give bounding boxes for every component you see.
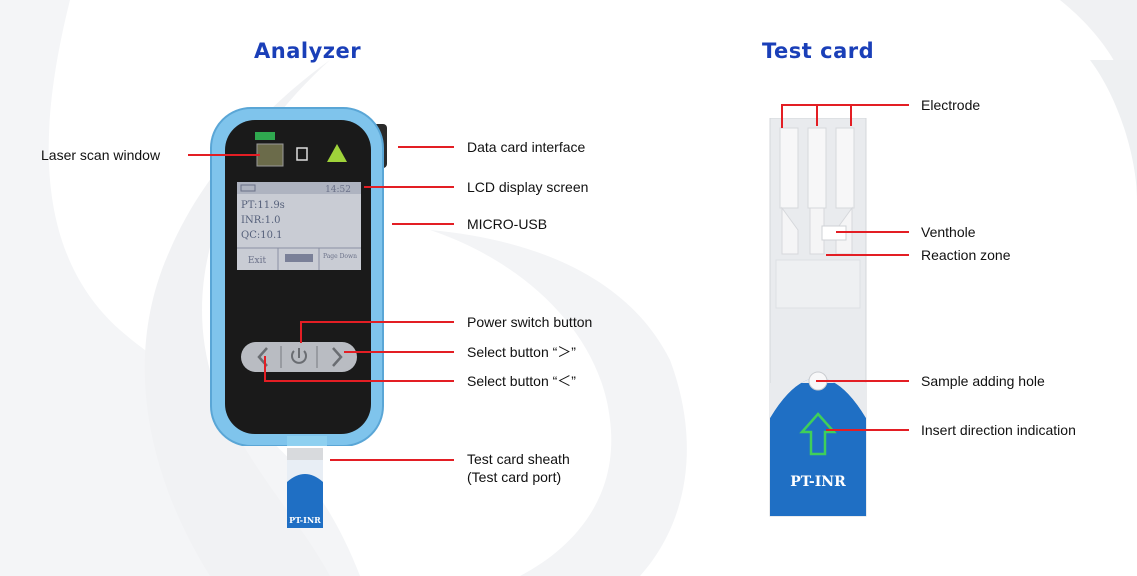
lcd-softkey-exit: Exit — [248, 256, 267, 266]
reaction-zone — [775, 259, 861, 309]
test-card-title: Test card — [762, 39, 875, 63]
label-select-button-right: Select button “＞” — [467, 344, 576, 360]
analyzer-title: Analyzer — [254, 39, 362, 63]
lcd-softkey-pagedown: Page Down — [323, 253, 357, 260]
inserted-test-card: PT-INR — [287, 448, 323, 528]
power-button[interactable] — [291, 348, 307, 364]
battery-icon — [240, 184, 256, 192]
test-card: PT-INR — [769, 118, 867, 517]
label-laser-scan-window: Laser scan window — [41, 147, 161, 163]
electrode-pads — [779, 127, 855, 255]
lcd-time: 14:52 — [325, 185, 351, 195]
insert-direction-arrow-icon — [799, 412, 837, 456]
analyzer-device: 14:52 PT:11.9s INR:1.0 QC:10.1 Exit Page… — [210, 107, 387, 446]
inserted-card-text: PT-INR — [289, 515, 321, 525]
device-face — [225, 120, 371, 434]
label-micro-usb: MICRO-USB — [467, 216, 548, 232]
barcode-icon — [296, 147, 308, 161]
laser-warning-icon — [327, 144, 347, 162]
label-select-button-left: Select button “＜” — [467, 373, 576, 389]
label-data-card-interface: Data card interface — [467, 139, 586, 155]
label-electrode: Electrode — [921, 97, 981, 113]
label-test-card-sheath: Test card sheath — [467, 451, 570, 467]
test-card-text: PT-INR — [790, 474, 846, 490]
lcd-line-pt: PT:11.9s — [241, 200, 285, 211]
label-venthole: Venthole — [921, 224, 976, 240]
lcd-line-qc: QC:10.1 — [241, 230, 282, 241]
laser-scan-window — [256, 143, 284, 167]
label-test-card-port: (Test card port) — [467, 469, 562, 485]
lcd-line-inr: INR:1.0 — [241, 215, 281, 226]
label-insert-direction: Insert direction indication — [921, 422, 1076, 438]
select-right-button[interactable] — [332, 347, 343, 367]
label-lcd-display-screen: LCD display screen — [467, 179, 589, 195]
label-reaction-zone: Reaction zone — [921, 247, 1011, 263]
venthole — [821, 225, 847, 241]
lcd-softkey-middle — [285, 254, 313, 262]
label-sample-adding-hole: Sample adding hole — [921, 373, 1045, 389]
label-power-switch-button: Power switch button — [467, 314, 593, 330]
card-blue-section — [770, 378, 866, 516]
